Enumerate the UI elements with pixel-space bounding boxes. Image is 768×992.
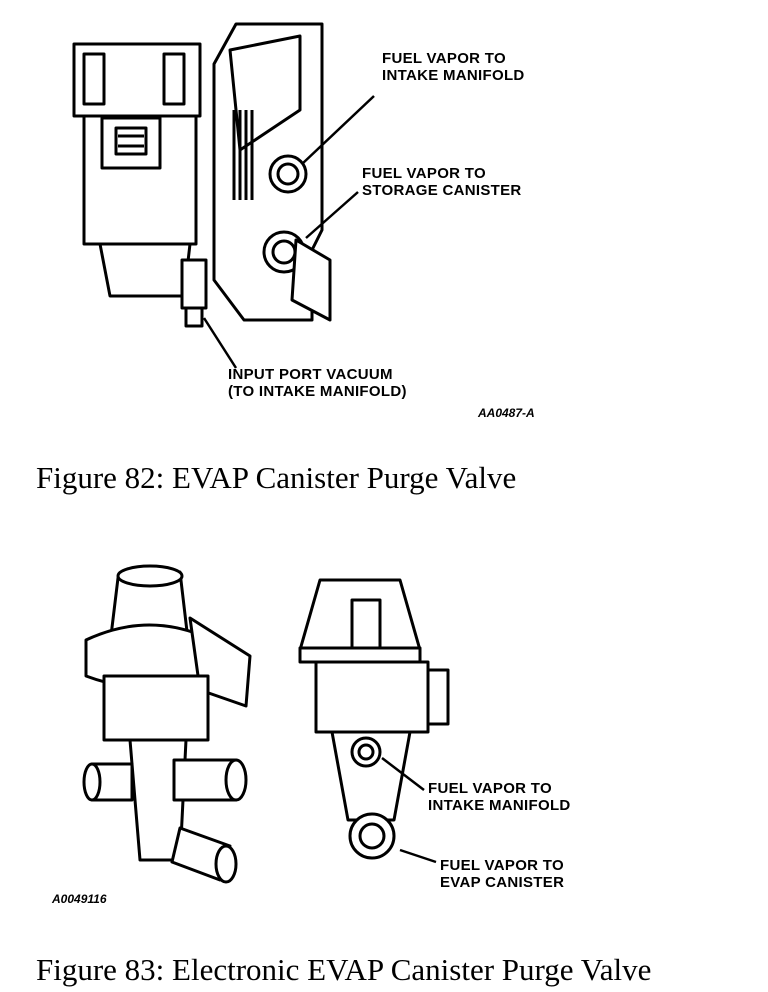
figure-83-art-code: A0049116 <box>52 892 107 906</box>
right-valve-body <box>314 660 430 734</box>
figure-83-caption: Figure 83: Electronic EVAP Canister Purg… <box>36 952 652 987</box>
figure-82-caption: Figure 82: EVAP Canister Purge Valve <box>36 460 517 495</box>
callout-fuel-vapor-intake-manifold-2: FUEL VAPOR TO INTAKE MANIFOLD <box>428 780 571 814</box>
canister-nozzle <box>290 238 332 322</box>
right-valve-terminal <box>350 598 382 652</box>
callout-line-2: EVAP CANISTER <box>440 874 565 891</box>
callout-line-1: FUEL VAPOR TO <box>362 165 486 182</box>
callout-fuel-vapor-intake-manifold: FUEL VAPOR TO INTAKE MANIFOLD <box>382 50 525 84</box>
callout-fuel-vapor-evap-canister: FUEL VAPOR TO EVAP CANISTER <box>440 857 564 891</box>
vacuum-port-tip <box>184 306 204 328</box>
callout-line-1: INPUT PORT VACUUM <box>228 366 393 383</box>
connector-tab-right <box>162 52 186 106</box>
left-valve-body <box>102 674 210 742</box>
connector-tab-left <box>82 52 106 106</box>
callout-fuel-vapor-storage-canister: FUEL VAPOR TO STORAGE CANISTER <box>362 165 522 199</box>
callout-input-port-vacuum: INPUT PORT VACUUM (TO INTAKE MANIFOLD) <box>228 366 407 400</box>
callout-line-2: (TO INTAKE MANIFOLD) <box>228 383 407 400</box>
callout-line-2: INTAKE MANIFOLD <box>428 797 571 814</box>
right-valve-connector <box>426 668 450 726</box>
figure-82-art-code: AA0487-A <box>478 406 535 420</box>
callout-line-1: FUEL VAPOR TO <box>428 780 552 797</box>
callout-line-1: FUEL VAPOR TO <box>382 50 506 67</box>
callout-line-2: INTAKE MANIFOLD <box>382 67 525 84</box>
right-valve-flange <box>298 646 422 664</box>
callout-line-2: STORAGE CANISTER <box>362 182 522 199</box>
callout-line-1: FUEL VAPOR TO <box>440 857 564 874</box>
connector-pins <box>114 126 148 156</box>
